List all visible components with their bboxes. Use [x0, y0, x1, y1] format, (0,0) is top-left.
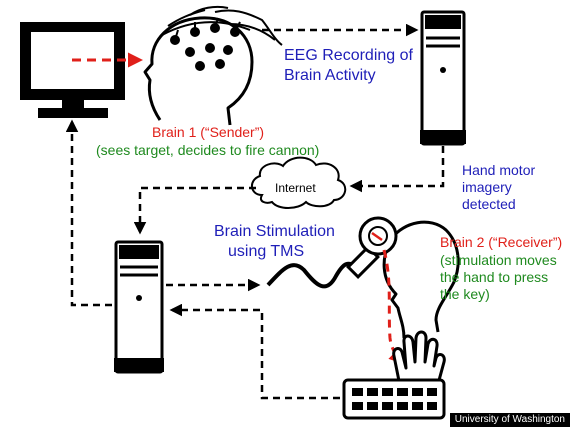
receiver-description-line2: the hand to press [440, 269, 549, 285]
hand-icon [392, 330, 446, 388]
motor-label-line1: Hand motor [462, 162, 536, 178]
computer-tower-icon [420, 10, 466, 146]
computer-tower-icon [114, 240, 164, 374]
credit-label: University of Washington [449, 413, 570, 427]
internet-label: Internet [275, 181, 316, 195]
sender-head-icon [143, 16, 254, 126]
stimulation-label-line1: Brain Stimulation [214, 223, 335, 240]
receiver-description-line1: (stimulation moves [440, 252, 557, 268]
receiver-title: Brain 2 (“Receiver”) [440, 234, 563, 250]
computer-to-internet-arrow [349, 146, 445, 193]
eeg-label-line1: EEG Recording of [284, 47, 413, 64]
tms-cable [266, 261, 357, 289]
stimulation-label-line2: using TMS [228, 243, 305, 260]
sender-title: Brain 1 (“Sender”) [152, 124, 265, 140]
internet-to-receiver-computer-arrow [133, 186, 256, 235]
motor-pathway-arrow [382, 249, 405, 365]
receiver-head-icon [382, 220, 460, 339]
receiver-description-line3: the key) [440, 286, 490, 302]
motor-label-line3: detected [462, 196, 516, 212]
eeg-label-line2: Brain Activity [284, 67, 376, 84]
keyboard-icon [342, 378, 446, 420]
cloud-icon [251, 156, 347, 209]
tms-coil-icon [346, 216, 398, 279]
sender-description: (sees target, decides to fire cannon) [96, 142, 320, 158]
keyboard-to-computer-arrow [169, 303, 340, 400]
monitor-icon [20, 22, 125, 118]
motor-label-line2: imagery [462, 179, 512, 195]
eeg-cap-icon [161, 5, 283, 71]
feedback-to-monitor-arrow [65, 119, 112, 307]
